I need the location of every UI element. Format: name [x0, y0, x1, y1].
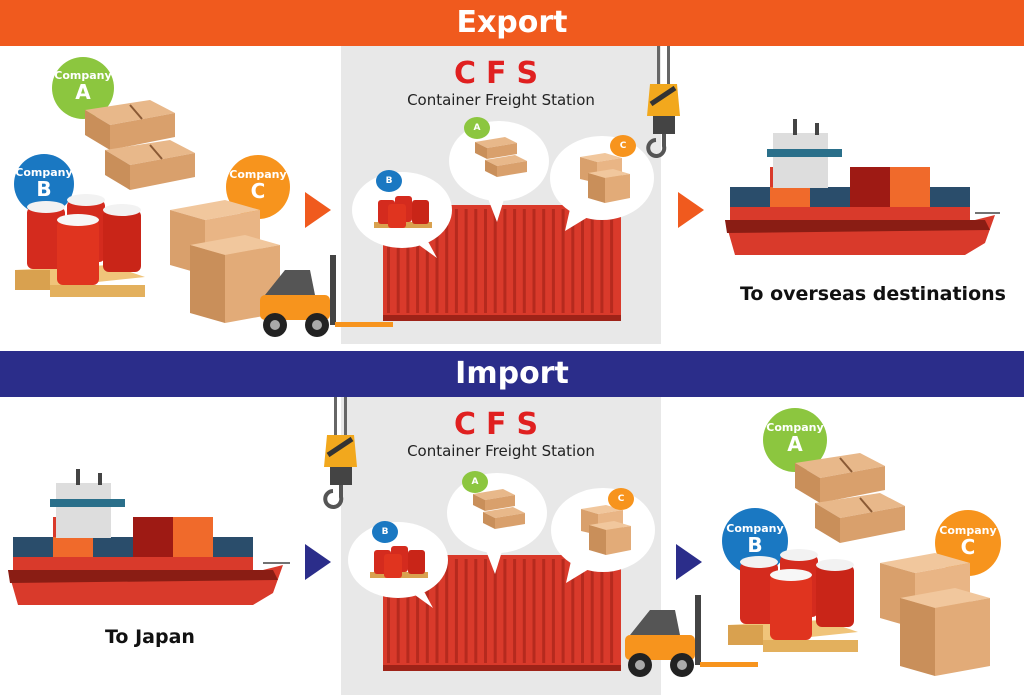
export-forklift-icon [260, 255, 393, 337]
import-bubble-b-badge: B [372, 521, 398, 543]
import-container-ship-icon [8, 469, 290, 605]
export-bubble-c [550, 136, 654, 231]
export-company-c-boxes-icon [170, 200, 280, 323]
export-arrow-to-ship-icon [678, 192, 704, 228]
export-banner: Export [0, 0, 1024, 46]
import-bubble-b [348, 522, 448, 608]
import-banner: Import [0, 351, 1024, 397]
import-bubble-c [551, 488, 655, 583]
import-cfs-title: CFS [453, 407, 549, 442]
export-destination-caption: To overseas destinations [740, 283, 1006, 305]
export-company-b-drums-icon [15, 194, 145, 297]
export-bubble-a [449, 121, 549, 222]
export-bubble-b-badge: B [376, 170, 402, 192]
export-company-a-boxes-icon [85, 100, 195, 190]
export-arrow-to-cfs-icon [305, 192, 331, 228]
import-forklift-icon [625, 595, 758, 677]
export-bubble-c-badge: C [610, 135, 636, 157]
export-crane-hook-icon [646, 46, 680, 158]
import-arrow-to-cfs-icon [305, 544, 331, 580]
export-cfs-subtitle: Container Freight Station [407, 91, 595, 109]
export-cfs-title: CFS [453, 56, 549, 91]
import-bubble-c-badge: C [608, 488, 634, 510]
import-crane-hook-icon [323, 397, 357, 509]
export-bubble-a-badge: A [464, 117, 490, 139]
import-bubble-a-badge: A [462, 471, 488, 493]
import-origin-caption: To Japan [105, 626, 195, 648]
export-bubble-b [352, 172, 452, 258]
import-company-c-boxes-icon [880, 553, 990, 676]
import-company-a-boxes-icon [795, 453, 905, 543]
import-arrow-to-companies-icon [676, 544, 702, 580]
import-cfs-subtitle: Container Freight Station [407, 442, 595, 460]
import-company-b-drums-icon [728, 549, 858, 652]
export-container-ship-icon [725, 119, 1000, 255]
import-bubble-a [447, 473, 547, 574]
